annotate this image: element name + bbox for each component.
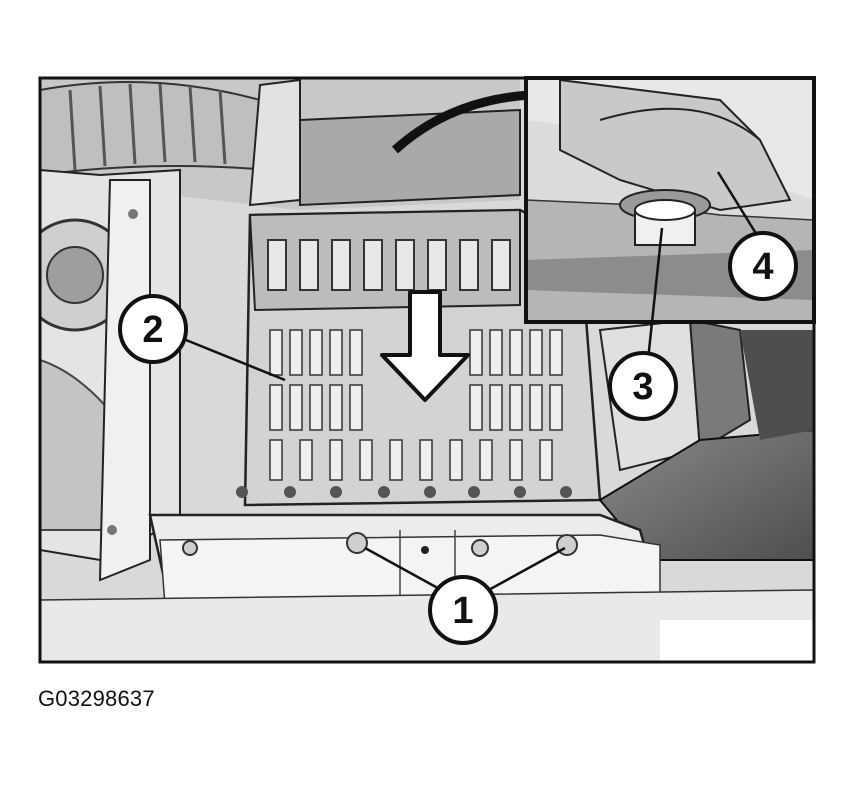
callout-3: 3 [608,351,678,421]
callout-4-label: 4 [752,246,773,288]
callout-1-label: 1 [452,590,473,632]
callout-1: 1 [428,575,498,645]
inset-detail [524,76,816,324]
mounting-bracket [148,513,662,607]
callout-3-label: 3 [632,366,653,408]
leader-lines [185,171,762,594]
callout-4: 4 [728,231,798,301]
callout-2-label: 2 [142,309,163,351]
callout-2: 2 [118,294,188,364]
down-arrow-icon [380,290,470,402]
hose [40,81,272,177]
figure-caption: G03298637 [38,686,155,711]
